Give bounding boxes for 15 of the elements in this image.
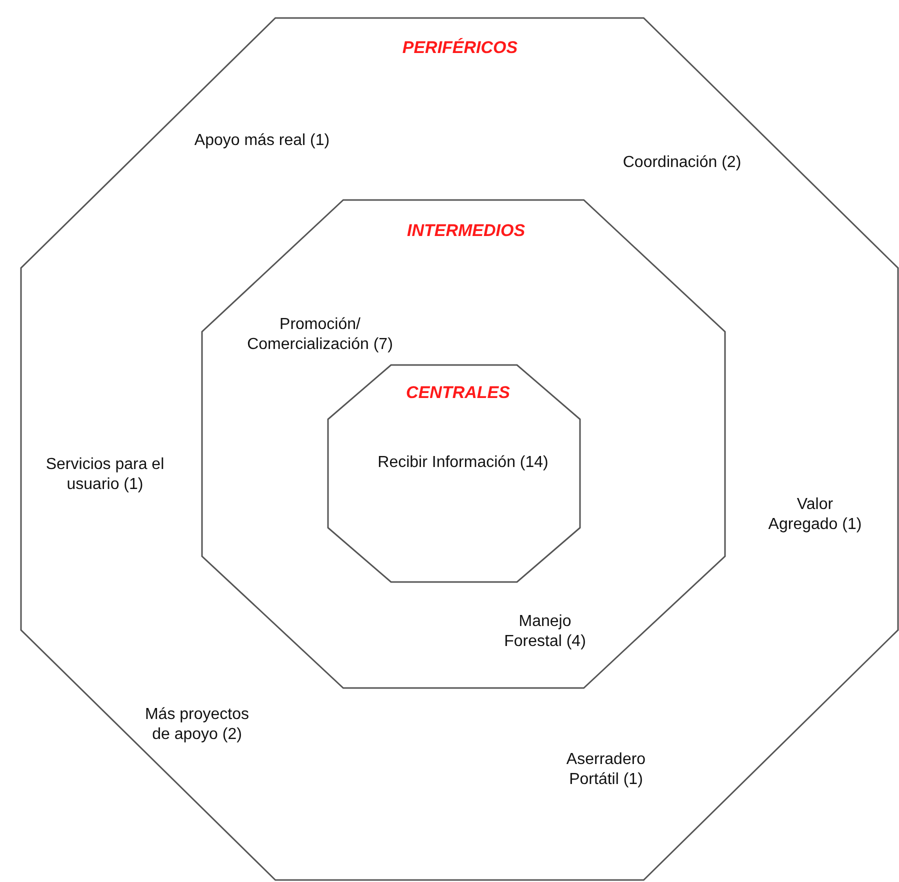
ring-label: Manejo Forestal (4) (503, 612, 587, 652)
ring-label: Servicios para el usuario (1) (44, 455, 166, 495)
middle-octagon (202, 200, 725, 688)
inner-octagon (328, 365, 580, 582)
ring-heading: INTERMEDIOS (406, 221, 526, 241)
ring-label: Apoyo más real (1) (194, 131, 330, 151)
outer-octagon (21, 18, 898, 880)
ring-heading: CENTRALES (406, 383, 510, 403)
ring-label: Más proyectos de apoyo (2) (144, 705, 250, 745)
ring-label: Valor Agregado (1) (768, 495, 862, 535)
ring-heading: PERIFÉRICOS (402, 38, 518, 58)
ring-label: Promoción/ Comercialización (7) (246, 315, 394, 355)
ring-label: Coordinación (2) (622, 153, 742, 173)
ring-label: Aserradero Portátil (1) (565, 750, 647, 790)
ring-label: Recibir Información (14) (378, 453, 548, 473)
